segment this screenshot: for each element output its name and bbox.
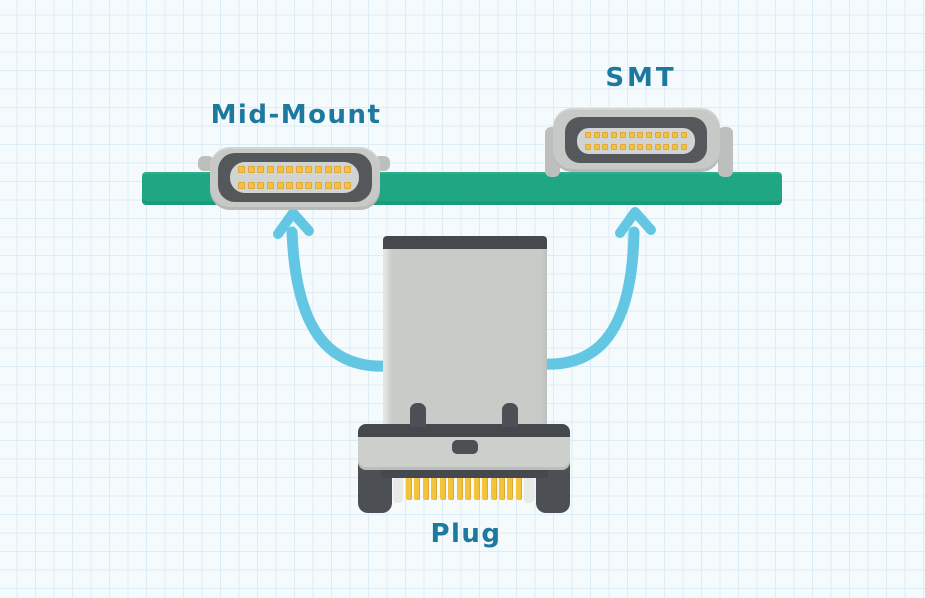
pin <box>585 144 591 150</box>
pin <box>295 166 303 173</box>
pin <box>619 132 626 138</box>
pin <box>305 182 313 189</box>
pin <box>334 182 342 189</box>
plug-edge-pin-right <box>524 470 534 503</box>
pin <box>238 166 245 173</box>
pin <box>515 470 522 500</box>
pin <box>663 144 670 150</box>
pin <box>637 144 644 150</box>
pin <box>439 470 446 500</box>
pin-row <box>238 182 351 189</box>
pin <box>507 470 514 500</box>
pin-row <box>585 132 687 138</box>
plug-prong-right <box>502 403 518 427</box>
pin <box>593 144 600 150</box>
pin <box>672 132 679 138</box>
pin <box>315 182 322 189</box>
pin <box>646 144 653 150</box>
pin-row <box>238 166 351 173</box>
plug-prong-left <box>410 403 426 427</box>
pin <box>305 166 313 173</box>
pin <box>324 182 332 189</box>
plug-body <box>383 236 547 428</box>
pin <box>611 144 618 150</box>
plug-label: Plug <box>430 519 502 549</box>
pin <box>247 182 255 189</box>
pin <box>286 182 294 189</box>
pin <box>593 132 600 138</box>
connector-tongue <box>230 162 359 193</box>
pin <box>637 132 644 138</box>
pin <box>672 144 679 150</box>
pin <box>295 182 303 189</box>
mid-mount-connector-icon <box>196 146 392 212</box>
pin <box>482 470 489 500</box>
pin <box>663 132 670 138</box>
pin <box>646 132 653 138</box>
mid-mount-label: Mid-Mount <box>210 100 382 130</box>
pin <box>473 470 480 500</box>
pin <box>431 470 438 500</box>
pin <box>276 166 284 173</box>
usb-plug-icon <box>358 236 570 516</box>
pin <box>257 182 265 189</box>
pin <box>654 132 661 138</box>
smt-label: SMT <box>605 63 677 93</box>
pin <box>414 470 421 500</box>
pin-row <box>585 144 687 150</box>
pin <box>585 132 591 138</box>
pin <box>628 144 635 150</box>
pin <box>602 132 609 138</box>
plug-latch-hole <box>452 440 478 454</box>
pin <box>448 470 455 500</box>
pin <box>422 470 429 500</box>
pin <box>680 144 687 150</box>
pin <box>238 182 245 189</box>
pin <box>465 470 472 500</box>
pin <box>334 166 342 173</box>
pin <box>257 166 265 173</box>
pin <box>628 132 635 138</box>
pin <box>286 166 294 173</box>
plug-edge-pin-left <box>393 470 403 503</box>
connector-tongue <box>577 128 695 154</box>
pin <box>456 470 463 500</box>
plug-pin-row <box>406 470 522 500</box>
pin <box>276 182 284 189</box>
plug-base-top-edge <box>358 424 570 437</box>
pin <box>611 132 618 138</box>
pin <box>490 470 497 500</box>
pin <box>315 166 322 173</box>
smt-connector-icon <box>543 107 735 185</box>
mount-leg-right-icon <box>718 127 733 177</box>
pin <box>654 144 661 150</box>
pin <box>680 132 687 138</box>
plug-top-edge <box>383 236 547 249</box>
pin <box>619 144 626 150</box>
pin <box>602 144 609 150</box>
pin <box>324 166 332 173</box>
pin <box>266 182 274 189</box>
pin <box>406 470 412 500</box>
pin <box>247 166 255 173</box>
pin <box>498 470 505 500</box>
pin <box>343 182 351 189</box>
pin <box>343 166 351 173</box>
pin <box>266 166 274 173</box>
